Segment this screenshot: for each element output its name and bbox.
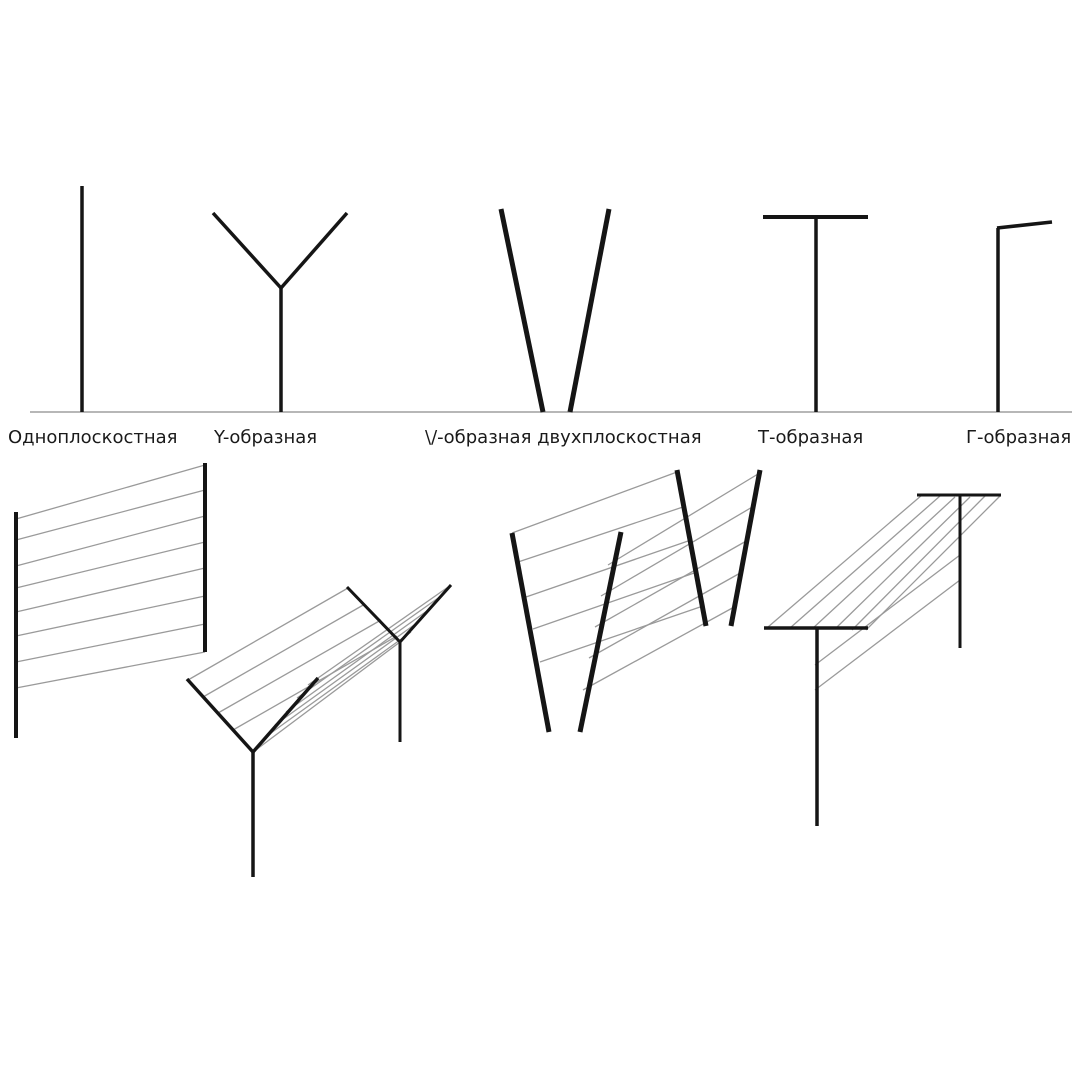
y-shaped-wires xyxy=(187,584,452,753)
v-shaped-3d xyxy=(509,469,763,733)
label-single-plane: Одноплоскостная xyxy=(8,427,178,448)
label-v-shaped: \/-образная двухплоскостная xyxy=(425,427,702,448)
y-shaped-profile xyxy=(211,211,349,412)
single-plane-3d xyxy=(14,463,207,738)
label-y-shaped: Y-образная xyxy=(214,427,318,448)
label-g-shaped: Г-образная xyxy=(966,427,1072,448)
label-t-shaped: Т-образная xyxy=(758,427,864,448)
t-shaped-3d xyxy=(764,493,1001,826)
y-shaped-3d xyxy=(185,583,453,877)
v-shaped-wires xyxy=(511,471,759,691)
single-plane-wires xyxy=(15,464,206,689)
t-shaped-wires xyxy=(767,494,1001,691)
g-shaped-profile xyxy=(996,220,1053,412)
t-shaped-profile xyxy=(763,215,868,412)
v-shaped-profile xyxy=(498,208,612,413)
